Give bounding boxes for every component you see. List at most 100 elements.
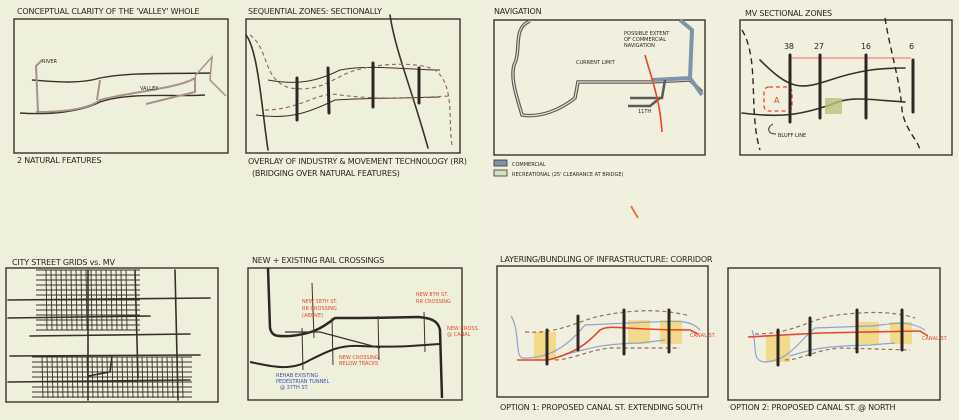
river-channel-inner — [512, 20, 703, 117]
bluff-left — [741, 29, 761, 151]
side-channels — [628, 79, 667, 108]
panel-title: NEW + EXISTING RAIL CROSSINGS — [252, 256, 384, 265]
street-grid-south — [32, 356, 192, 399]
caption-line-1: OVERLAY OF INDUSTRY & MOVEMENT TECHNOLOG… — [248, 157, 467, 166]
label-bluff-line: BLUFF LINE — [778, 133, 806, 139]
label-extent-3: NAVIGATION — [624, 43, 655, 49]
valley-edge-top — [31, 72, 211, 83]
rail-spur — [285, 331, 381, 349]
panel-title: CONCEPTUAL CLARITY OF THE 'VALLEY' WHOLE — [17, 7, 200, 16]
street-line — [101, 356, 104, 399]
street-line — [146, 356, 149, 399]
major-streets — [7, 269, 211, 401]
panel-frame — [247, 267, 463, 401]
panel-valley-whole: CONCEPTUAL CLARITY OF THE 'VALLEY' WHOLE… — [13, 7, 229, 165]
legend-label-recreational: RECREATIONAL (25' CLEARANCE AT BRIDGE) — [512, 172, 624, 178]
panel-title: NAVIGATION — [494, 7, 542, 16]
green-zone — [825, 98, 842, 114]
label-new-crossing-2: BELOW TRACKS — [339, 361, 378, 367]
navigation-extent-line — [644, 54, 663, 133]
bluff-arrow — [768, 123, 777, 135]
panel-navigation: NAVIGATION CURRENT LIMIT POSSIBLE EXTENT… — [493, 7, 706, 178]
section-label-6: 6 — [909, 42, 914, 51]
street-line — [56, 356, 59, 399]
panel-corridor-option-2: CANAL ST. OPTION 2: PROPOSED CANAL ST. @… — [727, 267, 948, 412]
section-bars — [295, 61, 421, 122]
label-canal-st: CANAL ST. — [690, 333, 716, 339]
stray-marker-stroke — [630, 205, 639, 219]
street-line — [121, 356, 124, 399]
section-label-27: 27 — [814, 42, 824, 51]
valley-edge-bottom — [19, 94, 206, 115]
section-bars — [788, 53, 915, 124]
river-line — [751, 322, 926, 363]
street-line — [131, 356, 134, 399]
panel-frame — [13, 18, 229, 154]
street-line — [181, 356, 184, 399]
streets — [301, 282, 426, 371]
street-line — [126, 356, 129, 399]
label-tunnel-1: REHAB EXISTING — [276, 373, 318, 379]
commercial-channel — [651, 18, 704, 97]
panel-frame — [739, 19, 953, 156]
rr-dashed-1 — [249, 34, 453, 146]
street-line — [66, 356, 69, 399]
street-line — [111, 356, 114, 399]
bluff-dashed — [524, 310, 691, 361]
street-line — [91, 356, 94, 399]
street-line — [141, 356, 144, 399]
label-current-limit: CURRENT LIMIT — [576, 60, 616, 66]
label-38th-3: (ABOVE) — [302, 313, 323, 319]
label-canal-1: NEW CROSS. — [447, 326, 480, 332]
street-grid-north — [36, 269, 140, 331]
label-new-crossing-1: NEW CROSSING — [339, 355, 379, 361]
label-tunnel-2: PEDESTRIAN TUNNEL — [276, 379, 329, 385]
street-line — [171, 356, 174, 399]
street-line — [61, 356, 64, 399]
panel-caption: 2 NATURAL FEATURES — [17, 156, 101, 165]
canal-street-line — [747, 330, 929, 338]
label-8th-2: RR CROSSING — [416, 299, 451, 305]
caption-line-2: (BRIDGING OVER NATURAL FEATURES) — [252, 169, 400, 178]
street-line — [116, 356, 119, 399]
road-right — [389, 14, 429, 149]
rr-dashed-2 — [264, 93, 451, 111]
rail-line-main — [266, 267, 444, 399]
street-line — [106, 356, 109, 399]
zone-a-outline — [763, 86, 793, 112]
valley-top — [759, 59, 906, 87]
zone-a-label: A — [774, 96, 780, 105]
panel-caption: OPTION 1: PROPOSED CANAL ST. EXTENDING S… — [500, 403, 703, 412]
label-38th-1: NEW 38TH ST. — [302, 299, 338, 305]
section-label-16: 16 — [861, 42, 871, 51]
panel-mv-sectional-zones: MV SECTIONAL ZONES A 38 27 16 6 BLUFF LI… — [739, 9, 953, 156]
street-line — [71, 356, 74, 399]
yellow-zone — [534, 332, 556, 360]
panel-title: MV SECTIONAL ZONES — [745, 9, 832, 18]
yellow-zone — [660, 320, 682, 344]
section-bars — [545, 308, 671, 366]
panel-sequential-zones: SEQUENTIAL ZONES: SECTIONALLY OVERLAY OF… — [245, 7, 467, 178]
label-canal-2: @ CANAL — [447, 332, 471, 338]
valley-bottom — [255, 96, 441, 118]
street-line — [41, 356, 44, 399]
label-8th-1: NEW 8TH ST. — [416, 292, 449, 298]
bluff-dashed — [754, 311, 916, 361]
river-path — [34, 59, 196, 113]
street-line — [166, 356, 169, 399]
panel-frame — [493, 19, 706, 156]
label-river: RIVER — [42, 59, 58, 65]
valley-top — [267, 66, 441, 83]
road-left — [245, 34, 269, 151]
panel-title: CITY STREET GRIDS vs. MV — [12, 258, 116, 267]
panel-rail-crossings: NEW + EXISTING RAIL CROSSINGS NEW 38TH S… — [247, 256, 480, 401]
section-label-38: 38 — [784, 42, 794, 51]
river-branch — [194, 54, 227, 97]
label-canal-st: CANAL ST. — [922, 336, 948, 342]
street-line — [156, 356, 159, 399]
label-extent-2: OF COMMERCIAL — [624, 37, 666, 43]
label-38th-2: RR CROSSING — [302, 306, 337, 312]
panel-caption: OPTION 2: PROPOSED CANAL ST. @ NORTH — [730, 403, 895, 412]
panel-frame — [5, 267, 219, 403]
